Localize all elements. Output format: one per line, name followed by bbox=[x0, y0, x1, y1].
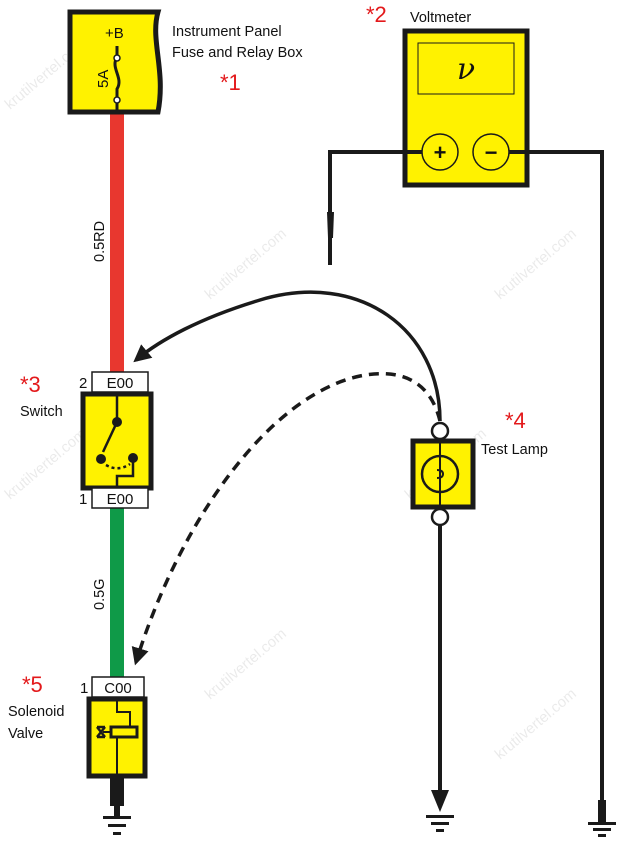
marker-2: *2 bbox=[366, 2, 387, 27]
watermark: krutilvertel.com bbox=[202, 225, 290, 303]
wire-label-0-5g: 0.5G bbox=[92, 579, 108, 610]
watermark: krutilvertel.com bbox=[202, 625, 290, 703]
minus-icon: − bbox=[485, 140, 498, 165]
wire-0-5g bbox=[110, 508, 124, 678]
solenoid-label: Solenoid bbox=[8, 704, 64, 720]
probe-arrow-dashed bbox=[131, 371, 442, 666]
fuse-box-label: Instrument Panel bbox=[172, 24, 282, 40]
watermark: krutilvertel.com bbox=[2, 425, 90, 503]
switch: E00 2 E00 1 bbox=[79, 371, 154, 509]
lamp-icon bbox=[420, 454, 460, 494]
marker-5: *5 bbox=[22, 672, 43, 697]
test-lamp bbox=[131, 290, 476, 832]
marker-4: *4 bbox=[505, 408, 526, 433]
watermark: krutilvertel.com bbox=[492, 685, 580, 763]
switch-icon bbox=[101, 421, 119, 453]
fuse-rating: 5A bbox=[95, 70, 112, 88]
plus-icon: + bbox=[434, 140, 447, 165]
wire-label-0-5rd: 0.5RD bbox=[92, 221, 108, 262]
ground-icon bbox=[426, 815, 454, 832]
voltmeter-label: Voltmeter bbox=[410, 10, 471, 26]
pin-number: 2 bbox=[79, 375, 87, 392]
arrow-down-icon bbox=[431, 790, 449, 812]
minus-terminal bbox=[472, 133, 510, 171]
pin-number: 1 bbox=[79, 491, 87, 508]
connector-label: E00 bbox=[107, 491, 134, 508]
wire-0-5rd bbox=[110, 112, 124, 374]
terminal-label: +B bbox=[105, 25, 124, 42]
probe-arrow-solid bbox=[133, 290, 442, 422]
fuse-box: +B 5A bbox=[67, 9, 163, 115]
pin-number: 1 bbox=[80, 680, 88, 697]
probe-icon bbox=[327, 212, 334, 238]
switch-label: Switch bbox=[20, 404, 63, 420]
ground-icon bbox=[103, 816, 131, 835]
test-lamp-label: Test Lamp bbox=[481, 442, 548, 458]
volt-symbol: ν bbox=[457, 52, 475, 87]
connector-label: E00 bbox=[107, 375, 134, 392]
connector-label: C00 bbox=[104, 680, 132, 697]
voltmeter: ν + − bbox=[327, 28, 616, 837]
marker-1: *1 bbox=[220, 70, 241, 95]
ground-icon bbox=[588, 800, 616, 837]
solenoid-label: Valve bbox=[8, 726, 43, 742]
solenoid-valve: C00 1 bbox=[80, 676, 148, 835]
marker-3: *3 bbox=[20, 372, 41, 397]
plus-terminal bbox=[421, 133, 459, 171]
fuse-box-label: Fuse and Relay Box bbox=[172, 45, 303, 61]
watermark: krutilvertel.com bbox=[492, 225, 580, 303]
